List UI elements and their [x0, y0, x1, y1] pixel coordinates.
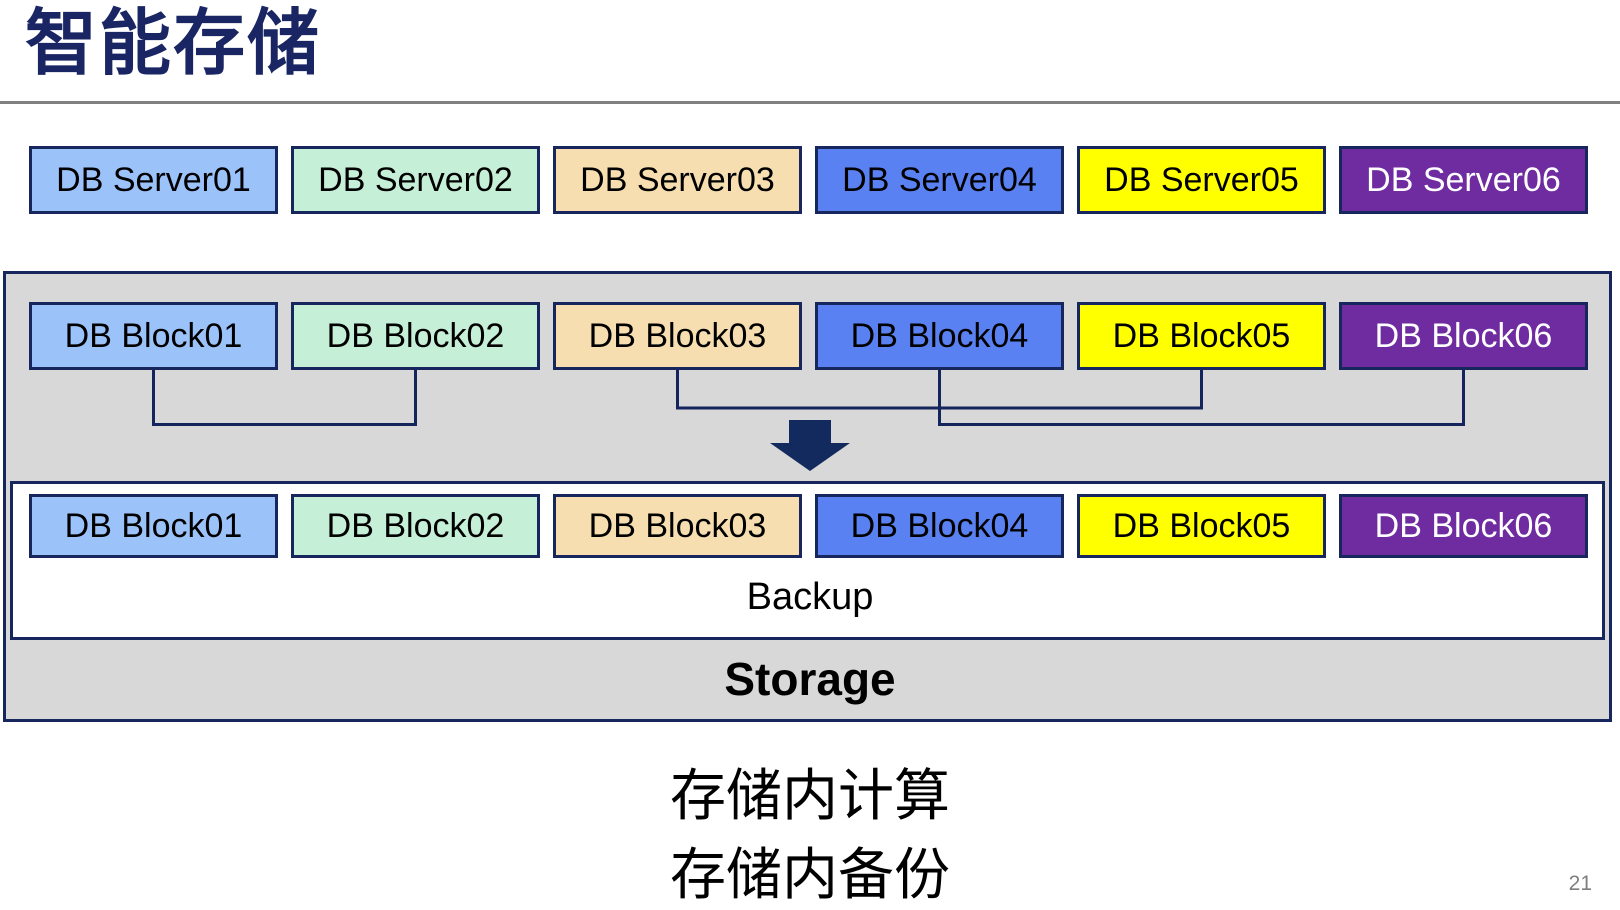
slide-title: 智能存储	[25, 4, 322, 84]
backup-db-block-box-05: DB Block05	[1077, 494, 1326, 558]
db-block-box-06: DB Block06	[1339, 302, 1588, 370]
db-server-box-02: DB Server02	[291, 146, 540, 214]
backup-db-block-box-04: DB Block04	[815, 494, 1064, 558]
backup-db-block-box-02: DB Block02	[291, 494, 540, 558]
note-line-backup: 存储内备份	[670, 843, 950, 906]
notes-text: 存储内计算 存储内备份	[0, 756, 1620, 910]
page-number: 21	[1568, 872, 1592, 895]
backup-label: Backup	[746, 576, 874, 618]
db-server-box-06: DB Server06	[1339, 146, 1588, 214]
storage-label: Storage	[724, 653, 896, 705]
db-block-box-04: DB Block04	[815, 302, 1064, 370]
db-block-box-01: DB Block01	[29, 302, 278, 370]
backup-db-block-box-06: DB Block06	[1339, 494, 1588, 558]
backup-db-block-box-01: DB Block01	[29, 494, 278, 558]
backup-db-block-box-03: DB Block03	[553, 494, 802, 558]
note-line-compute: 存储内计算	[670, 764, 950, 827]
db-server-box-05: DB Server05	[1077, 146, 1326, 214]
db-block-box-03: DB Block03	[553, 302, 802, 370]
db-block-box-02: DB Block02	[291, 302, 540, 370]
db-server-box-04: DB Server04	[815, 146, 1064, 214]
title-divider	[0, 101, 1620, 104]
db-server-box-01: DB Server01	[29, 146, 278, 214]
db-block-box-05: DB Block05	[1077, 302, 1326, 370]
db-server-box-03: DB Server03	[553, 146, 802, 214]
